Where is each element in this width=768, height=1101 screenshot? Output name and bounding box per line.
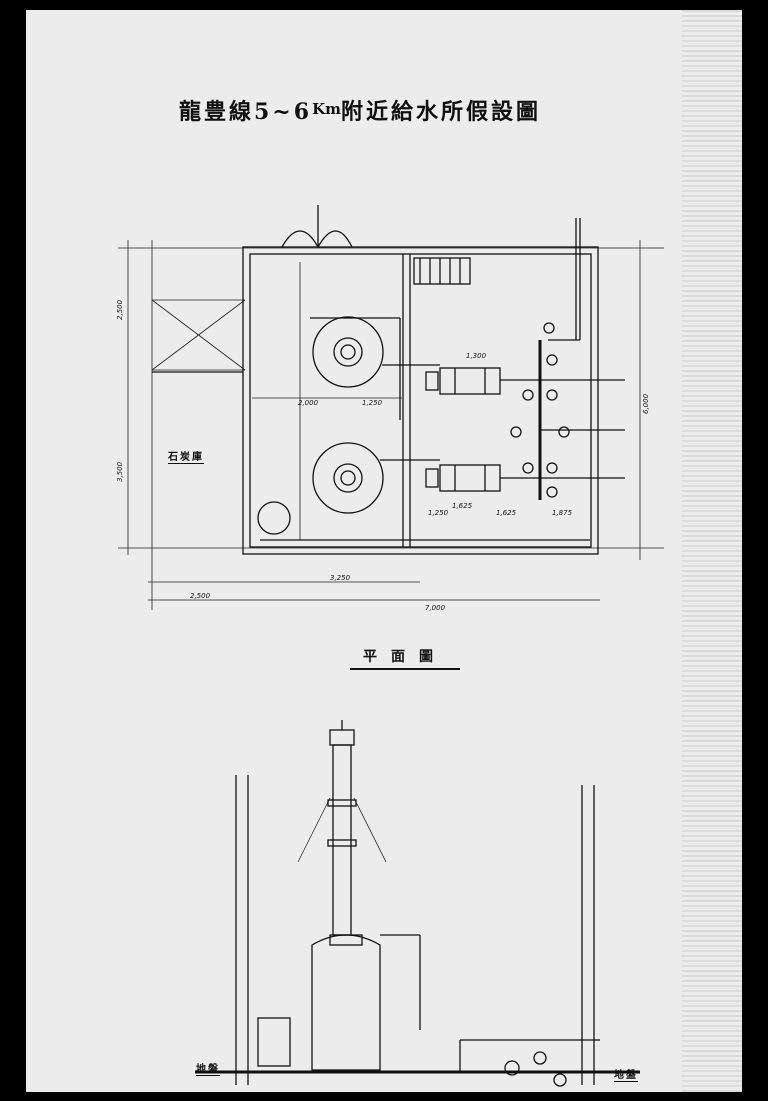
drawing-title: 龍豊線5~6Km附近給水所假設圖 [150, 94, 570, 126]
dim-right-height: 6,000 [642, 393, 650, 414]
dim-inner-c: 1,300 [466, 352, 487, 360]
dim-bottom-left: 2,500 [190, 592, 211, 600]
coal-store-label: 石炭庫 [168, 448, 204, 464]
building-walls [152, 246, 599, 555]
drawing-sheet [26, 10, 742, 1092]
dim-inner-f: 1,875 [552, 509, 573, 517]
scan-edge-noise [682, 10, 742, 1092]
doors [281, 205, 353, 248]
chimney [297, 720, 387, 936]
boiler-elevation [257, 934, 421, 1071]
water-columns [235, 775, 595, 1085]
dim-inner-e: 1,625 [496, 509, 517, 517]
dimension-numbers: 2,500 3,500 2,500 3,250 7,000 6,000 2,00… [116, 299, 650, 612]
dim-bottom-full: 7,000 [425, 604, 446, 612]
title-main: 龍豊線5~6 [179, 99, 313, 125]
dimension-lines [118, 240, 664, 610]
ground-label-right: 地盤 [614, 1066, 638, 1082]
dim-inner-a: 2,000 [298, 399, 319, 407]
ground-and-piping [195, 1039, 640, 1087]
dim-left-upper: 2,500 [116, 299, 124, 320]
dim-left-lower: 3,500 [116, 461, 124, 482]
title-unit: Km [312, 100, 341, 118]
dim-inner-b: 1,250 [362, 399, 383, 407]
dim-inner-d: 1,250 [428, 509, 449, 517]
boilers [252, 262, 402, 540]
dim-inner-g: 1,625 [452, 502, 473, 510]
title-rest: 附近給水所假設圖 [340, 99, 541, 125]
ground-label-left: 地盤 [196, 1060, 220, 1076]
plan-caption: 平面圖 [350, 646, 460, 670]
piping [260, 218, 625, 541]
dim-bottom-mid: 3,250 [330, 574, 351, 582]
